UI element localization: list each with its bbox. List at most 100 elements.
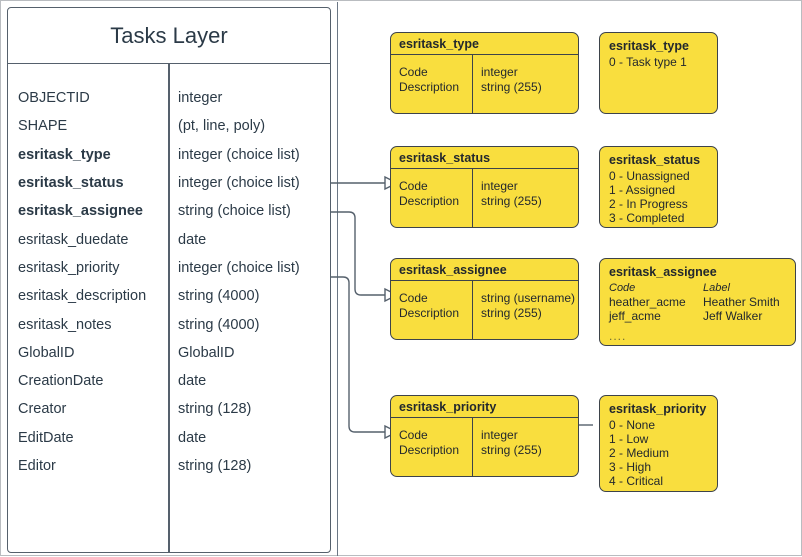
field-type: string (4000) (178, 316, 260, 333)
list-item: heather_acme Heather Smith (609, 295, 787, 309)
description-label: Description (399, 442, 460, 457)
code-type: integer (481, 65, 518, 79)
field-name: SHAPE (18, 118, 68, 135)
entity-body: OBJECTID integer SHAPE (pt, line, poly) … (8, 64, 330, 552)
field-type: string (128) (178, 401, 252, 418)
domain-box-priority[interactable]: esritask_priority Code Description integ… (390, 395, 579, 477)
field-name: esritask_description (18, 288, 147, 305)
assignee-label: Heather Smith (703, 295, 780, 309)
list-item: jeff_acme Jeff Walker (609, 309, 787, 323)
value-list-item: 0 - Task type 1 (609, 55, 687, 69)
code-label: Code (399, 179, 428, 193)
code-label: Code (399, 291, 428, 305)
domain-box-field-names: Code Description (391, 55, 473, 113)
description-label: Description (399, 79, 460, 94)
value-list-item: 3 - Completed (609, 211, 685, 225)
field-name: esritask_type (18, 146, 111, 163)
tasks-layer-entity: Tasks Layer OBJECTID integer SHAPE (pt, … (7, 7, 331, 553)
table-row: esritask_status integer (choice list) (8, 169, 330, 197)
assignee-code: jeff_acme (609, 309, 661, 323)
description-label: Description (399, 305, 460, 320)
value-list-status[interactable]: esritask_status 0 - Unassigned 1 - Assig… (599, 146, 718, 228)
assignee-code: heather_acme (609, 295, 686, 309)
field-type: integer (choice list) (178, 259, 300, 276)
field-type: string (choice list) (178, 203, 291, 220)
domain-box-title: esritask_status (391, 147, 578, 169)
value-list-header-row: Code Label (609, 281, 787, 295)
table-row: Editor string (128) (8, 452, 330, 480)
value-list-item: 0 - Unassigned (609, 169, 690, 183)
connector-priority (331, 276, 385, 433)
panel-divider (337, 2, 338, 556)
value-list-priority[interactable]: esritask_priority 0 - None 1 - Low 2 - M… (599, 395, 718, 492)
value-list-item: 2 - Medium (609, 446, 670, 460)
entity-field-list: OBJECTID integer SHAPE (pt, line, poly) … (8, 84, 330, 480)
assignee-label: Jeff Walker (703, 309, 763, 323)
value-list-header-label: Label (703, 282, 730, 294)
field-name: GlobalID (18, 344, 75, 361)
connector-assignee (331, 211, 385, 296)
domain-box-title: esritask_priority (391, 396, 578, 418)
code-type: string (username) (481, 291, 576, 305)
code-type: integer (481, 428, 518, 442)
value-list-item: 1 - Assigned (609, 183, 676, 197)
value-list-item: 4 - Critical (609, 474, 664, 488)
domain-box-assignee[interactable]: esritask_assignee Code Description strin… (390, 258, 579, 340)
field-type: (pt, line, poly) (178, 118, 266, 135)
domain-box-title: esritask_assignee (391, 259, 578, 281)
table-row: OBJECTID integer (8, 84, 330, 112)
code-type: integer (481, 179, 518, 193)
field-name: Creator (18, 401, 67, 418)
value-list-item: 0 - None (609, 418, 656, 432)
value-list-assignee[interactable]: esritask_assignee Code Label heather_acm… (599, 258, 796, 346)
description-label: Description (399, 193, 460, 208)
domain-box-body: Code Description integer string (255) (391, 418, 578, 476)
assignee-more-indicator: .... (609, 329, 627, 343)
field-type: string (4000) (178, 288, 260, 305)
table-row: esritask_description string (4000) (8, 282, 330, 310)
entity-title: Tasks Layer (8, 8, 330, 64)
domain-box-field-types: string (username) string (255) (473, 281, 578, 339)
field-name: esritask_duedate (18, 231, 129, 248)
domain-box-field-types: integer string (255) (473, 55, 578, 113)
table-row: GlobalID GlobalID (8, 339, 330, 367)
domain-box-field-names: Code Description (391, 281, 473, 339)
value-list-item: 3 - High (609, 460, 652, 474)
value-list-item: 2 - In Progress (609, 197, 688, 211)
table-row: esritask_priority integer (choice list) (8, 254, 330, 282)
domain-box-field-names: Code Description (391, 169, 473, 227)
entity-column-divider (168, 64, 170, 552)
domain-box-type[interactable]: esritask_type Code Description integer s… (390, 32, 579, 114)
value-list-type[interactable]: esritask_type 0 - Task type 1 (599, 32, 718, 114)
description-type: string (255) (481, 193, 542, 208)
domain-box-status[interactable]: esritask_status Code Description integer… (390, 146, 579, 228)
table-row: esritask_duedate date (8, 225, 330, 253)
field-name: EditDate (18, 429, 74, 446)
field-type: date (178, 429, 207, 446)
table-row: esritask_assignee string (choice list) (8, 197, 330, 225)
domain-box-body: Code Description integer string (255) (391, 169, 578, 227)
table-row: EditDate date (8, 424, 330, 452)
value-list-title: esritask_status (609, 153, 701, 167)
domain-box-body: Code Description integer string (255) (391, 55, 578, 113)
domain-box-title: esritask_type (391, 33, 578, 55)
description-type: string (255) (481, 79, 542, 94)
table-row: CreationDate date (8, 367, 330, 395)
domain-box-field-names: Code Description (391, 418, 473, 476)
field-type: date (178, 373, 207, 390)
value-list-header-code: Code (609, 282, 636, 294)
table-row: Creator string (128) (8, 395, 330, 423)
table-row: esritask_type integer (choice list) (8, 141, 330, 169)
field-type: date (178, 231, 207, 248)
field-name: esritask_notes (18, 316, 112, 333)
field-type: integer (choice list) (178, 175, 300, 192)
field-type: integer (choice list) (178, 146, 300, 163)
domain-box-body: Code Description string (username) strin… (391, 281, 578, 339)
value-list-title: esritask_priority (609, 402, 707, 416)
field-name: esritask_status (18, 175, 124, 192)
value-list-title: esritask_assignee (609, 265, 717, 279)
code-label: Code (399, 428, 428, 442)
description-type: string (255) (481, 305, 542, 320)
value-list-title: esritask_type (609, 39, 689, 53)
